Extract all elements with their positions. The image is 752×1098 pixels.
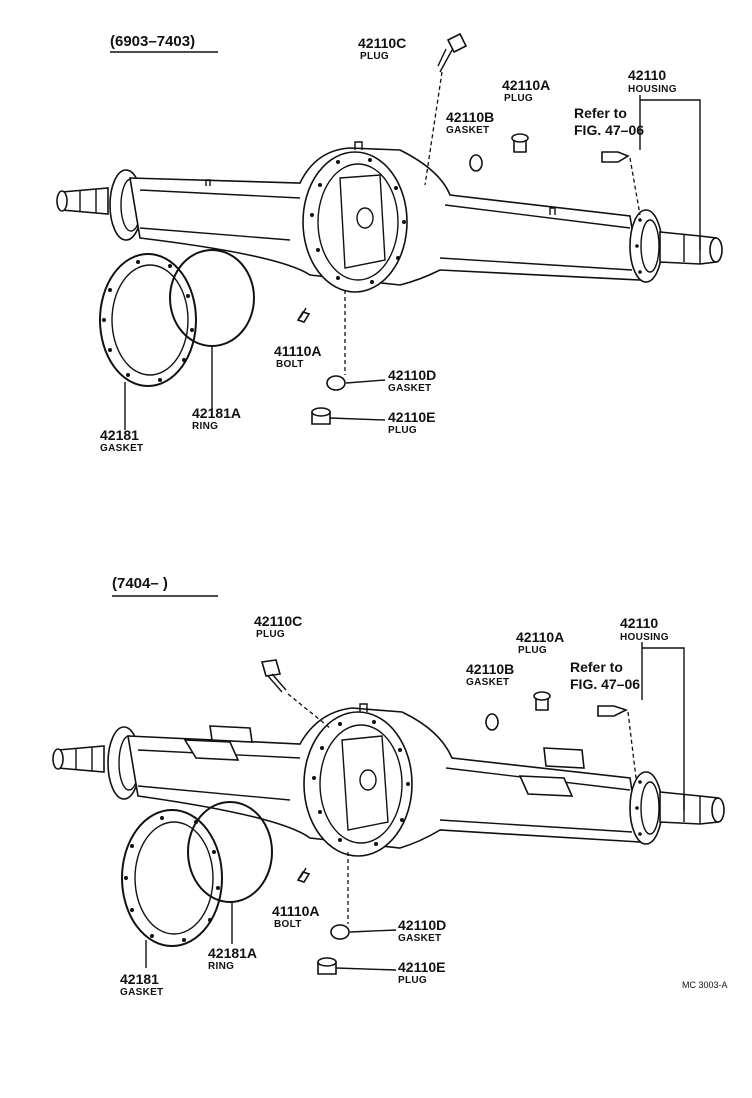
label-plug-c-num-top: 42110C xyxy=(358,35,406,51)
label-gasket-b-num-bottom: 42110B xyxy=(466,661,514,677)
label-refer-line2-bottom: FIG. 47–06 xyxy=(570,676,640,692)
label-plug-c-name-top: PLUG xyxy=(360,51,389,62)
label-gasket-b-num-top: 42110B xyxy=(446,109,494,125)
label-plug-a-name-bottom: PLUG xyxy=(518,645,547,656)
label-bolt-name-top: BOLT xyxy=(276,359,304,370)
label-plug-e-num-top: 42110E xyxy=(388,409,436,425)
label-gasket-d-num-bottom: 42110D xyxy=(398,917,446,933)
label-plug-e-name-bottom: PLUG xyxy=(398,975,427,986)
label-plug-a-num-bottom: 42110A xyxy=(516,629,564,645)
gasket-d-bottom xyxy=(330,924,350,940)
vent-top xyxy=(601,151,630,163)
carrier-gasket-bottom xyxy=(121,809,223,947)
label-bolt-name-bottom: BOLT xyxy=(274,919,302,930)
ring-top xyxy=(169,249,255,347)
label-plug-e-name-top: PLUG xyxy=(388,425,417,436)
label-plug-a-num-top: 42110A xyxy=(502,77,550,93)
carrier-gasket-top xyxy=(99,253,197,387)
label-gasket-b-name-bottom: GASKET xyxy=(466,677,509,688)
range-label-top: (6903–7403) xyxy=(110,33,195,50)
plug-c-bottom xyxy=(260,659,282,677)
label-gasket-d-name-top: GASKET xyxy=(388,383,431,394)
label-bolt-num-bottom: 41110A xyxy=(272,903,320,919)
label-plug-c-name-bottom: PLUG xyxy=(256,629,285,640)
label-gasket-main-name-top: GASKET xyxy=(100,443,143,454)
label-housing-num-top: 42110 xyxy=(628,67,666,83)
label-ring-num-top: 42181A xyxy=(192,405,241,421)
label-bolt-num-top: 41110A xyxy=(274,343,322,359)
label-gasket-d-name-bottom: GASKET xyxy=(398,933,441,944)
label-housing-num-bottom: 42110 xyxy=(620,615,658,631)
label-refer-line1-top: Refer to xyxy=(574,105,627,121)
label-ring-num-bottom: 42181A xyxy=(208,945,257,961)
label-refer-line1-bottom: Refer to xyxy=(570,659,623,675)
label-refer-line2-top: FIG. 47–06 xyxy=(574,122,644,138)
label-ring-name-top: RING xyxy=(192,421,218,432)
figure-code: MC 3003-A xyxy=(682,980,728,990)
gasket-b-bottom xyxy=(485,713,499,731)
gasket-b-top xyxy=(469,154,483,172)
range-label-bottom: (7404– ) xyxy=(112,575,168,592)
label-gasket-d-num-top: 42110D xyxy=(388,367,436,383)
plug-c-top xyxy=(446,32,468,54)
label-housing-name-bottom: HOUSING xyxy=(620,632,669,643)
label-plug-a-name-top: PLUG xyxy=(504,93,533,104)
ring-bottom xyxy=(187,801,273,903)
label-gasket-main-num-top: 42181 xyxy=(100,427,139,443)
label-plug-e-num-bottom: 42110E xyxy=(398,959,446,975)
label-housing-name-top: HOUSING xyxy=(628,84,677,95)
label-gasket-main-name-bottom: GASKET xyxy=(120,987,163,998)
axle-housing-bottom xyxy=(52,703,725,857)
label-gasket-main-num-bottom: 42181 xyxy=(120,971,159,987)
label-ring-name-bottom: RING xyxy=(208,961,234,972)
gasket-d-top xyxy=(326,375,346,391)
axle-housing-top xyxy=(56,141,723,293)
label-gasket-b-name-top: GASKET xyxy=(446,125,489,136)
diagram-bottom: (7404– ) xyxy=(52,575,725,998)
label-plug-c-num-bottom: 42110C xyxy=(254,613,302,629)
vent-bottom xyxy=(597,705,629,717)
diagram-top: (6903–7403) xyxy=(56,32,723,454)
